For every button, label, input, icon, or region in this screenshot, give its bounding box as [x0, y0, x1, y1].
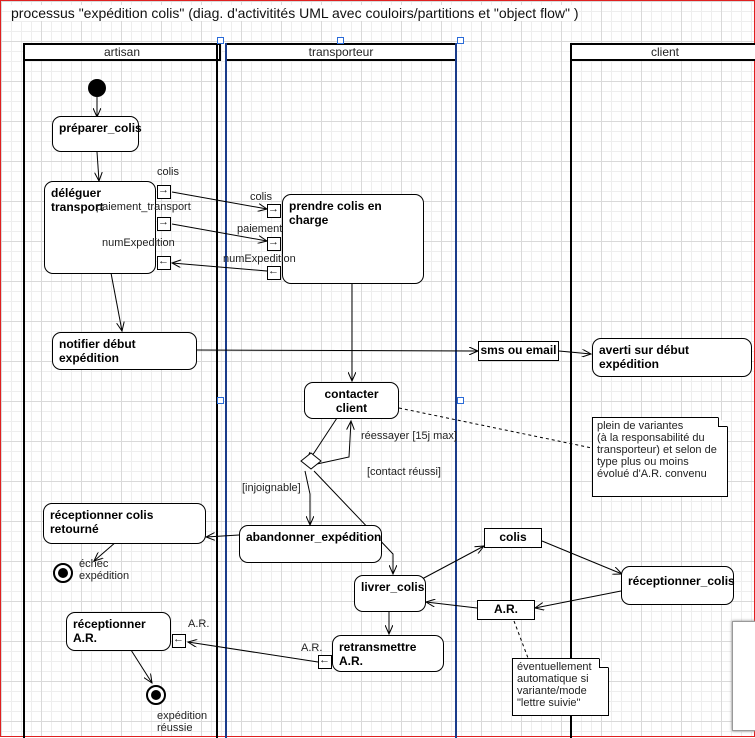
lane-border	[216, 43, 218, 738]
activity-receptionner-colis-retourne[interactable]: réceptionner colis retourné	[43, 503, 206, 544]
label-contact-reussi: [contact réussi]	[367, 466, 441, 478]
object-sms-ou-email[interactable]: sms ou email	[478, 341, 559, 361]
pin-arrow-icon: →	[268, 203, 279, 215]
diagram-title: processus "expédition colis" (diag. d'ac…	[11, 5, 579, 21]
lane-border	[455, 43, 457, 738]
input-pin-colis[interactable]	[267, 204, 281, 218]
activity-averti-debut-expedition[interactable]: averti sur début expédition	[592, 338, 752, 377]
initial-node[interactable]	[88, 79, 106, 97]
selection-handle[interactable]	[217, 37, 224, 44]
pin-arrow-icon: →	[158, 184, 169, 196]
lane-border	[23, 43, 25, 738]
final-node-reussie[interactable]	[146, 685, 166, 705]
activity-receptionner-ar[interactable]: réceptionner A.R.	[66, 612, 171, 651]
selection-handle[interactable]	[217, 397, 224, 404]
label-ar-pin-transp: A.R.	[301, 642, 323, 654]
pin-arrow-icon: →	[158, 216, 169, 228]
label-paiement-in: paiement	[237, 223, 283, 235]
label-reessayer: réessayer [15j max]	[361, 430, 457, 442]
lane-border	[570, 43, 572, 738]
note-automatique[interactable]: éventuellement automatique si variante/m…	[512, 658, 609, 716]
decision-node	[300, 452, 322, 470]
activity-abandonner-expedition[interactable]: abandonner_expédition	[239, 525, 382, 563]
lane-header-client[interactable]: client	[570, 43, 755, 61]
object-colis[interactable]: colis	[484, 528, 542, 548]
final-node-echec[interactable]	[53, 563, 73, 583]
label-echec-expedition: échec expédition	[79, 558, 130, 582]
selection-handle[interactable]	[337, 37, 344, 44]
output-pin-colis[interactable]	[157, 185, 171, 199]
selection-handle[interactable]	[457, 397, 464, 404]
lane-header-artisan[interactable]: artisan	[23, 43, 221, 61]
label-numexpedition-out: numExpedition	[223, 253, 296, 265]
pin-arrow-icon: ←	[158, 255, 169, 267]
output-pin-ar-transp[interactable]	[318, 655, 332, 669]
note-variantes[interactable]: plein de variantes (à la responsabilité …	[592, 417, 728, 497]
activity-livrer-colis[interactable]: livrer_colis	[354, 575, 426, 612]
input-pin-paiement[interactable]	[267, 237, 281, 251]
label-ar-pin-artisan: A.R.	[188, 618, 210, 630]
pin-arrow-icon: ←	[268, 265, 279, 277]
activity-receptionner-colis[interactable]: réceptionner_colis	[621, 566, 735, 605]
input-pin-ar-artisan[interactable]	[172, 634, 186, 648]
input-pin-numexpedition[interactable]	[157, 256, 171, 270]
activity-deleguer-transport[interactable]: déléguer transport	[44, 181, 156, 274]
label-colis-in: colis	[250, 191, 273, 203]
object-ar[interactable]: A.R.	[477, 600, 535, 620]
output-pin-paiement-transport[interactable]	[157, 217, 171, 231]
label-injoignable: [injoignable]	[242, 482, 301, 494]
pin-arrow-icon: →	[268, 236, 279, 248]
activity-retransmettre-ar[interactable]: retransmettre A.R.	[332, 635, 444, 672]
label-numexpedition-in: numExpedition	[102, 237, 175, 249]
output-pin-numexpedition[interactable]	[267, 266, 281, 280]
selection-handle[interactable]	[457, 37, 464, 44]
pin-arrow-icon: ←	[173, 633, 184, 645]
lane-border	[225, 43, 227, 738]
activity-notifier-debut-expedition[interactable]: notifier début expédition	[52, 332, 197, 370]
label-expedition-reussie: expédition réussie	[157, 710, 208, 734]
activity-contacter-client[interactable]: contacter client	[304, 382, 399, 419]
activity-preparer-colis[interactable]: préparer_colis	[52, 116, 142, 152]
activity-prendre-colis-en-charge[interactable]: prendre colis en charge	[282, 194, 424, 284]
label-paiement-transport: paiement_transport	[96, 201, 191, 213]
pin-arrow-icon: ←	[319, 654, 330, 666]
label-colis-out: colis	[157, 166, 180, 178]
outline-thumbnail[interactable]	[732, 621, 755, 731]
